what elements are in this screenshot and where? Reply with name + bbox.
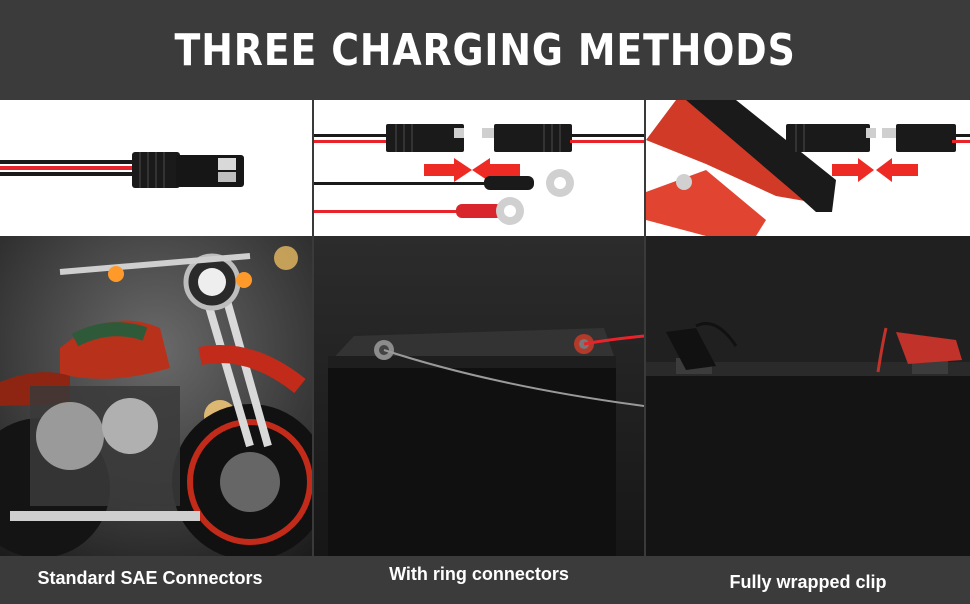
- ring-terminal-icon: [314, 124, 644, 225]
- panel-sae: [0, 100, 312, 560]
- battery-clip-photo: [646, 236, 970, 560]
- ring-connector-illustration: [314, 100, 644, 236]
- alligator-clip-icon: [646, 100, 970, 236]
- caption-sae: Standard SAE Connectors: [37, 567, 263, 588]
- caption-bar: [0, 556, 970, 600]
- panel-divider: [312, 100, 314, 560]
- caption-ring: With ring connectors: [389, 563, 569, 584]
- battery-ring-photo: [314, 236, 644, 560]
- panel-clip: [646, 100, 970, 560]
- caption-clip: Fully wrapped clip: [729, 571, 887, 592]
- sae-connector-icon: [0, 152, 244, 188]
- motorcycle-photo: [0, 236, 312, 560]
- page-title: THREE CHARGING METHODS: [174, 24, 796, 76]
- header-banner: THREE CHARGING METHODS: [0, 0, 970, 100]
- sae-connector-illustration: [0, 100, 312, 236]
- panel-ring: [314, 100, 644, 560]
- clip-connector-illustration: [646, 100, 970, 236]
- panel-divider: [644, 100, 646, 560]
